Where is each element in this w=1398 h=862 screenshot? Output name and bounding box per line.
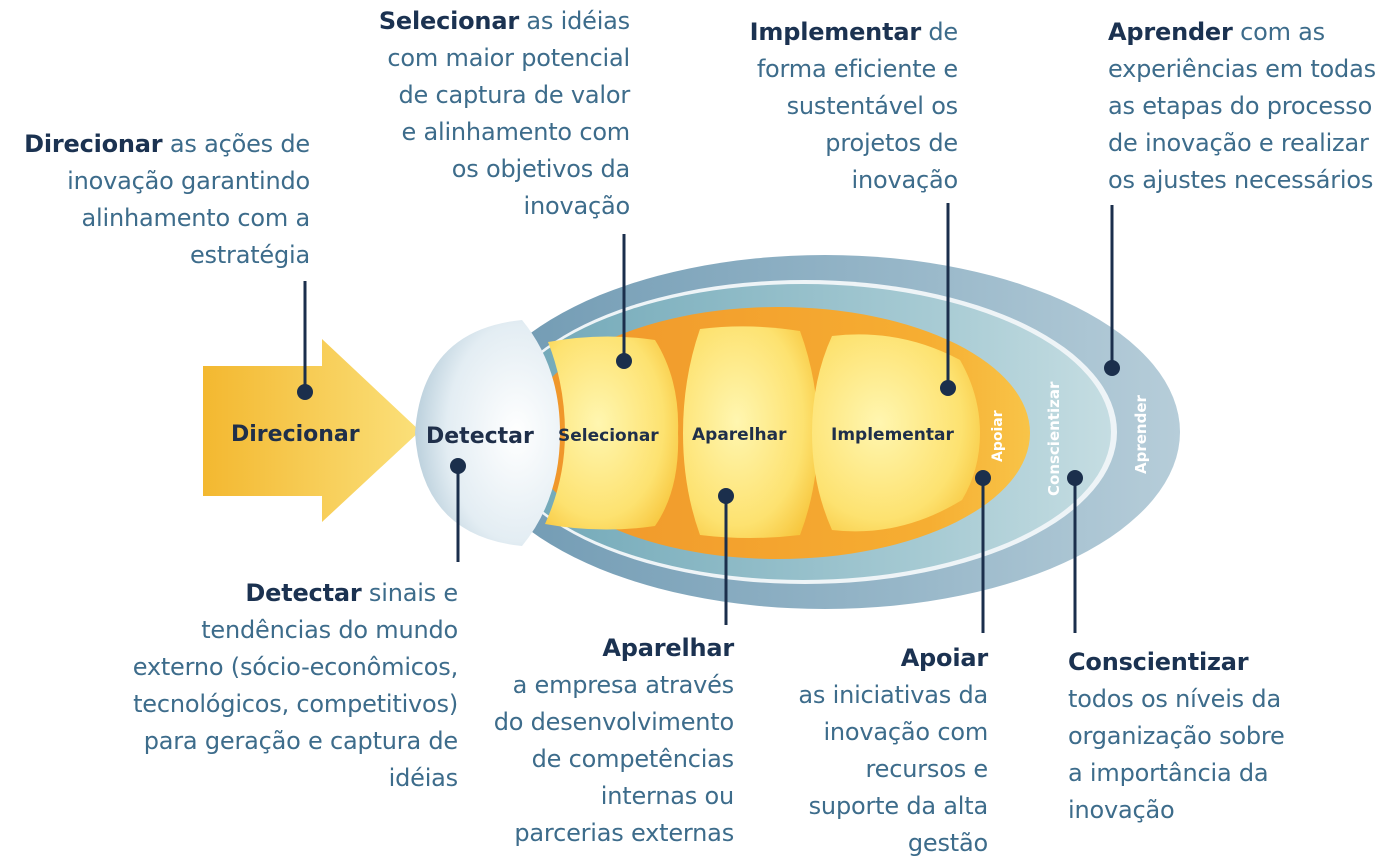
conscientizar-note-line: inovação (1068, 796, 1175, 824)
implementar-dot (940, 380, 956, 396)
aparelhar-note-title: Aparelhar (602, 634, 734, 662)
selecionar-note-line: inovação (523, 192, 631, 220)
implementar-note-title: Implementar (749, 18, 921, 46)
aparelhar-note-line: a empresa através (512, 671, 735, 699)
stage-direcionar: Direcionar (231, 422, 360, 447)
aparelhar-note: Aparelhar a empresa através do desenvolv… (493, 630, 735, 852)
aparelhar-note-line: parcerias externas (514, 819, 734, 847)
stage-aprender: Aprender (1132, 394, 1150, 474)
selecionar-note-line: e alinhamento com (401, 118, 630, 146)
conscientizar-note-line: todos os níveis da (1068, 685, 1281, 713)
aparelhar-cell (683, 326, 818, 538)
aprender-note-line: de inovação e realizar (1108, 129, 1369, 157)
apoiar-note-line: as iniciativas da (798, 681, 988, 709)
direcionar-note-title: Direcionar (24, 130, 163, 158)
apoiar-note-line: inovação com (823, 718, 988, 746)
detectar-note-line: para geração e captura de (143, 727, 458, 755)
selecionar-note-title: Selecionar (378, 7, 519, 35)
aprender-note-title: Aprender (1108, 18, 1233, 46)
aprender-note: Aprender com as experiências em todas as… (1108, 14, 1376, 199)
aprender-note-line: os ajustes necessários (1108, 166, 1374, 194)
stage-apoiar: Apoiar (990, 410, 1006, 462)
conscientizar-dot (1067, 470, 1083, 486)
implementar-note-line: forma eficiente e (756, 55, 958, 83)
implementar-note-line: projetos de (825, 129, 958, 157)
aparelhar-note-line: do desenvolvimento (493, 708, 735, 736)
direcionar-note-line: estratégia (189, 241, 310, 269)
implementar-note-rest: de (920, 18, 958, 46)
conscientizar-note-line: a importância da (1068, 759, 1269, 787)
conscientizar-note-title: Conscientizar (1068, 648, 1249, 676)
aparelhar-note-line: de competências (531, 745, 735, 773)
apoiar-note-line: gestão (907, 829, 988, 857)
conscientizar-note: Conscientizar todos os níveis da organiz… (1068, 644, 1285, 829)
selecionar-note-rest: as idéias (518, 7, 630, 35)
detectar-note-line: externo (sócio-econômicos, (132, 653, 458, 681)
aprender-note-rest: com as (1232, 18, 1325, 46)
direcionar-dot (297, 384, 313, 400)
stage-selecionar: Selecionar (558, 426, 659, 446)
apoiar-dot (975, 470, 991, 486)
apoiar-note-line: recursos e (865, 755, 989, 783)
implementar-note: Implementar de forma eficiente e sustent… (749, 14, 959, 199)
implementar-note-line: inovação (851, 166, 959, 194)
detectar-note-line: idéias (388, 764, 459, 792)
implementar-note-line: sustentável os (786, 92, 959, 120)
conscientizar-note-line: organização sobre (1068, 722, 1285, 750)
detectar-dot (450, 458, 466, 474)
aparelhar-dot (718, 488, 734, 504)
aprender-dot (1104, 360, 1120, 376)
direcionar-note-rest: as ações de (162, 130, 310, 158)
apoiar-note: Apoiar as iniciativas da inovação com re… (798, 640, 988, 862)
direcionar-note-line: inovação garantindo (67, 167, 310, 195)
detectar-note: Detectar sinais e tendências do mundo ex… (133, 575, 458, 797)
direcionar-arrow (203, 339, 420, 522)
stage-aparelhar: Aparelhar (692, 425, 787, 445)
detectar-note-line: tecnológicos, competitivos) (133, 690, 458, 718)
selecionar-dot (616, 353, 632, 369)
detectar-note-rest: sinais e (361, 579, 458, 607)
selecionar-note-line: os objetivos da (451, 155, 630, 183)
detectar-note-line: tendências do mundo (201, 616, 458, 644)
selecionar-note: Selecionar as idéias com maior potencial… (379, 3, 630, 225)
implementar-cell (812, 334, 980, 532)
direcionar-note: Direcionar as ações de inovação garantin… (24, 126, 310, 274)
aprender-note-line: experiências em todas (1108, 55, 1376, 83)
stage-conscientizar: Conscientizar (1045, 381, 1063, 496)
selecionar-note-line: com maior potencial (387, 44, 630, 72)
selecionar-note-line: de captura de valor (398, 81, 630, 109)
direcionar-note-line: alinhamento com a (81, 204, 311, 232)
detectar-dome (415, 320, 560, 546)
detectar-note-title: Detectar (245, 579, 362, 607)
stage-detectar: Detectar (426, 424, 534, 449)
stage-implementar: Implementar (831, 425, 955, 445)
apoiar-note-line: suporte da alta (808, 792, 989, 820)
aprender-note-line: as etapas do processo (1108, 92, 1373, 120)
aparelhar-note-line: internas ou (600, 782, 734, 810)
apoiar-note-title: Apoiar (900, 644, 989, 672)
selecionar-cell (545, 336, 679, 530)
